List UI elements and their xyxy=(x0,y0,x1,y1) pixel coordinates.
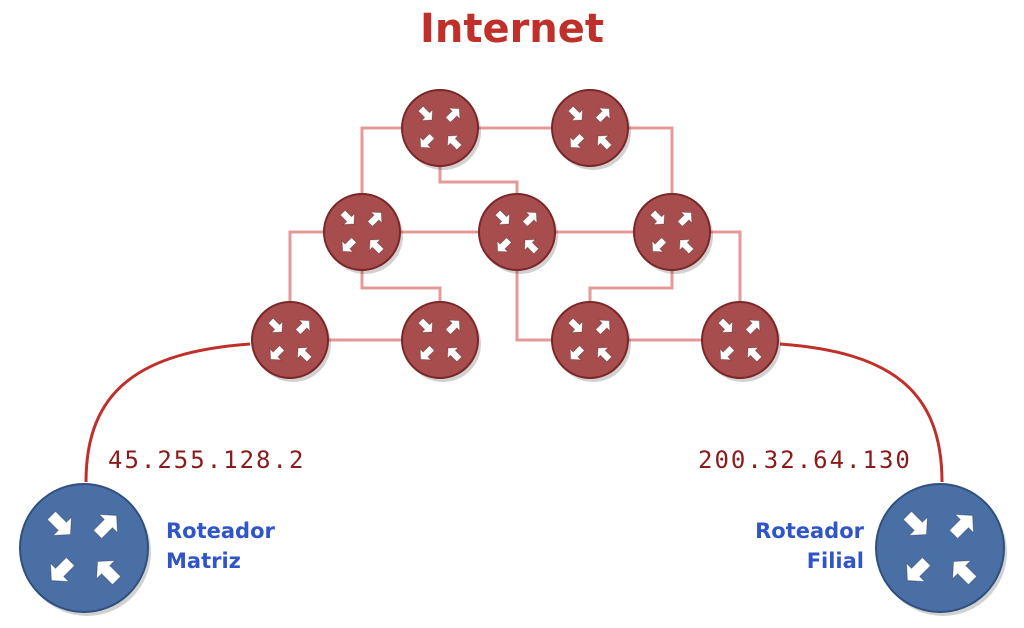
internet-router-icon xyxy=(551,301,631,382)
internet-title: Internet xyxy=(419,6,605,52)
filial-label-line1: Roteador xyxy=(755,519,864,543)
internet-router-icon xyxy=(323,193,403,274)
matriz-label-line1: Roteador xyxy=(166,519,275,543)
wan-link-filial xyxy=(779,342,944,483)
matriz-label-line2: Matriz xyxy=(166,549,241,573)
filial-router-icon xyxy=(875,483,1007,616)
matriz-router-label: Roteador Matriz xyxy=(166,516,275,576)
internet-router-icon xyxy=(701,301,781,382)
internet-router-icon xyxy=(551,89,631,170)
wan-link-matriz xyxy=(84,342,251,483)
filial-ip-address: 200.32.64.130 xyxy=(698,446,912,474)
internet-router-icon xyxy=(401,89,481,170)
matriz-router-icon xyxy=(19,483,151,616)
matriz-ip-address: 45.255.128.2 xyxy=(108,446,306,474)
internet-router-icon xyxy=(633,193,713,274)
internet-router-icon xyxy=(401,301,481,382)
filial-label-line2: Filial xyxy=(806,549,864,573)
internet-router-icon xyxy=(251,301,331,382)
filial-router-label: Roteador Filial xyxy=(720,516,864,576)
internet-router-icon xyxy=(478,193,558,274)
